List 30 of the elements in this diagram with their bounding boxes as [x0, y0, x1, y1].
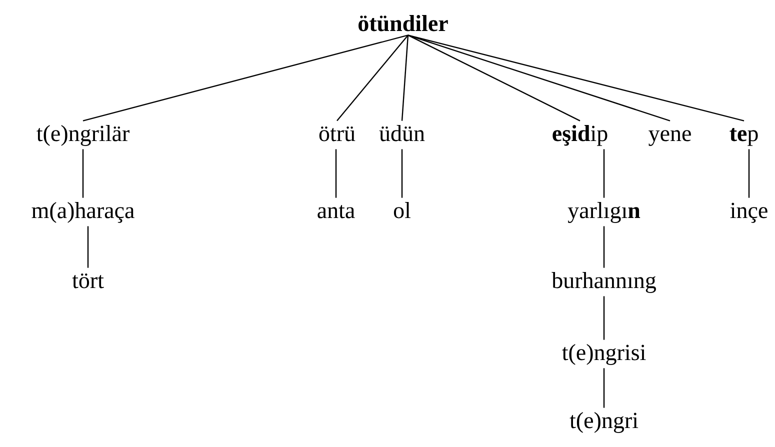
- word: t(e)ngri: [570, 412, 638, 433]
- word: ötrü: [319, 126, 356, 142]
- word: tört: [72, 273, 104, 288]
- tree-branch: [335, 149, 337, 198]
- word: ol: [394, 202, 410, 218]
- tree-branch: [82, 149, 84, 198]
- word: tep: [730, 128, 758, 146]
- tree-branch: [82, 34, 408, 122]
- word: m(a)haraça: [32, 202, 134, 223]
- word: üdün: [379, 125, 425, 142]
- tree-branch: [748, 149, 750, 198]
- word: t(e)ngrisi: [562, 344, 646, 365]
- tree-branch: [603, 368, 605, 408]
- root-word: ötündiler: [358, 15, 448, 32]
- tree-branch: [408, 34, 744, 122]
- word: eşidip: [552, 125, 608, 146]
- tree-branch: [603, 226, 605, 268]
- word: yarlıgın: [568, 202, 640, 223]
- word: burhannıng: [552, 272, 656, 293]
- tree-branch: [401, 149, 403, 198]
- tree-branch: [603, 296, 605, 340]
- word: t(e)ngrilär: [36, 125, 130, 146]
- tree-branch: [87, 226, 89, 268]
- tree-branch: [336, 34, 408, 122]
- word: yene: [648, 130, 691, 146]
- tree-branch: [603, 149, 605, 198]
- tree-branch: [408, 34, 580, 122]
- word: inçe: [730, 202, 768, 223]
- word: anta: [318, 205, 355, 218]
- tree-branch: [401, 35, 409, 121]
